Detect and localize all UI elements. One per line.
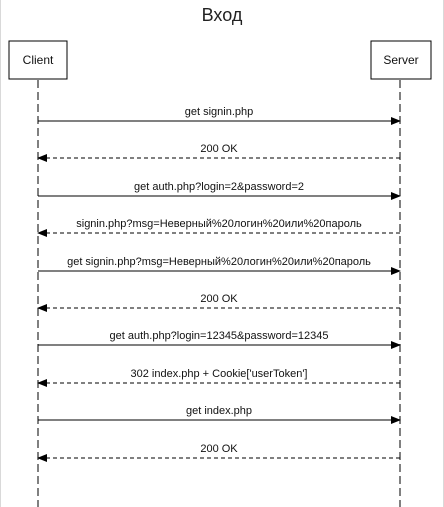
participant-client-label: Client [23, 53, 54, 67]
message-list: get signin.php 200 OK get auth.php?login=2… [37, 106, 401, 462]
participant-server[interactable]: Server [370, 40, 432, 80]
message-label: 200 OK [200, 443, 238, 455]
message-8: 302 index.php + Cookie['userToken'] [37, 368, 400, 387]
participant-client-box [8, 40, 68, 80]
participant-server-box [370, 40, 432, 80]
message-label: 200 OK [200, 143, 238, 155]
diagram-title: Вход [202, 5, 243, 25]
message-label: 200 OK [200, 293, 238, 305]
message-3: get auth.php?login=2&password=2 [38, 181, 401, 200]
message-2: 200 OK [37, 143, 400, 162]
message-1: get signin.php [38, 106, 401, 125]
message-label: signin.php?msg=Неверный%20логин%20или%20… [76, 218, 362, 230]
message-5: get signin.php?msg=Неверный%20логин%20ил… [38, 256, 401, 275]
participant-server-label: Server [383, 53, 418, 67]
participant-client[interactable]: Client [8, 40, 68, 80]
message-label: get signin.php [185, 106, 254, 118]
message-label: get index.php [186, 405, 252, 417]
message-label: 302 index.php + Cookie['userToken'] [131, 368, 308, 380]
message-6: 200 OK [37, 293, 400, 312]
message-9: get index.php [38, 405, 401, 424]
message-label: get auth.php?login=12345&password=12345 [110, 330, 329, 342]
message-7: get auth.php?login=12345&password=12345 [38, 330, 401, 349]
message-10: 200 OK [37, 443, 400, 462]
message-label: get auth.php?login=2&password=2 [134, 181, 304, 193]
message-4: signin.php?msg=Неверный%20логин%20или%20… [37, 218, 400, 237]
message-label: get signin.php?msg=Неверный%20логин%20ил… [67, 256, 371, 268]
